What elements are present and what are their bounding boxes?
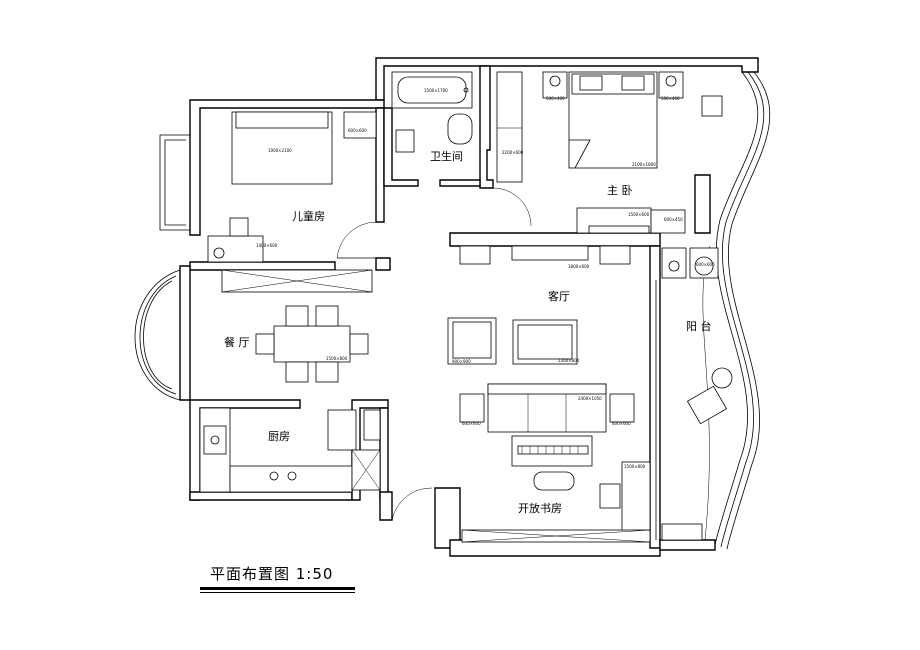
balcony-curve: [702, 71, 771, 550]
dim-dining-table: 1500×800: [326, 356, 348, 361]
dim-master-cabinet: 600×450: [664, 217, 683, 222]
kids-balcony: [159, 134, 190, 231]
bathroom-fixtures: [391, 71, 532, 227]
dim-kids-wardrobe: 600×600: [348, 128, 367, 133]
dim-master-bed: 2100×1800: [632, 162, 656, 167]
dim-bath-cabinet: 2200×600: [502, 150, 524, 155]
dim-coffee-table: 1300×800: [558, 358, 580, 363]
study-furniture: [461, 461, 651, 543]
label-bathroom: 卫生间: [430, 149, 463, 163]
kids-room-furniture: [207, 111, 377, 263]
label-kitchen: 厨房: [268, 430, 290, 443]
balcony-furniture: [661, 247, 733, 541]
dim-washer: 600×600: [696, 262, 715, 267]
plan-title: 平面布置图 1:50: [210, 565, 334, 583]
dim-kids-bed: 1000×2100: [268, 148, 292, 153]
label-balcony: 阳 台: [686, 319, 712, 333]
label-master-bedroom: 主 卧: [607, 184, 633, 197]
title-underline-thin: [200, 592, 355, 593]
title-underline-thick: [200, 587, 355, 590]
dim-nightstand-left: 500×400: [546, 96, 565, 101]
dim-armchair: 900×900: [452, 359, 471, 364]
label-study: 开放书房: [518, 501, 562, 515]
dim-kids-desk: 1400×600: [256, 243, 278, 248]
label-kids-room: 儿童房: [292, 209, 325, 223]
dim-bathtub: 1500×1700: [424, 88, 448, 93]
living-room-furniture: [447, 245, 657, 540]
master-bedroom-furniture: [542, 71, 723, 234]
label-dining: 餐 厅: [224, 335, 250, 349]
dim-side-table-left: 600×600: [462, 421, 481, 426]
dim-sofa: 2400×1050: [578, 396, 602, 401]
dim-nightstand-right: 500×400: [661, 96, 680, 101]
dim-master-wardrobe: 1500×600: [628, 212, 650, 217]
dim-side-table-right: 600×600: [612, 421, 631, 426]
dining-furniture: [221, 269, 373, 383]
dim-study-desk: 1500×800: [624, 464, 646, 469]
exterior-walls: [134, 57, 759, 557]
label-living: 客厅: [548, 289, 570, 303]
dim-tv-cabinet: 1800×600: [568, 264, 590, 269]
kitchen-fixtures: [199, 407, 433, 521]
